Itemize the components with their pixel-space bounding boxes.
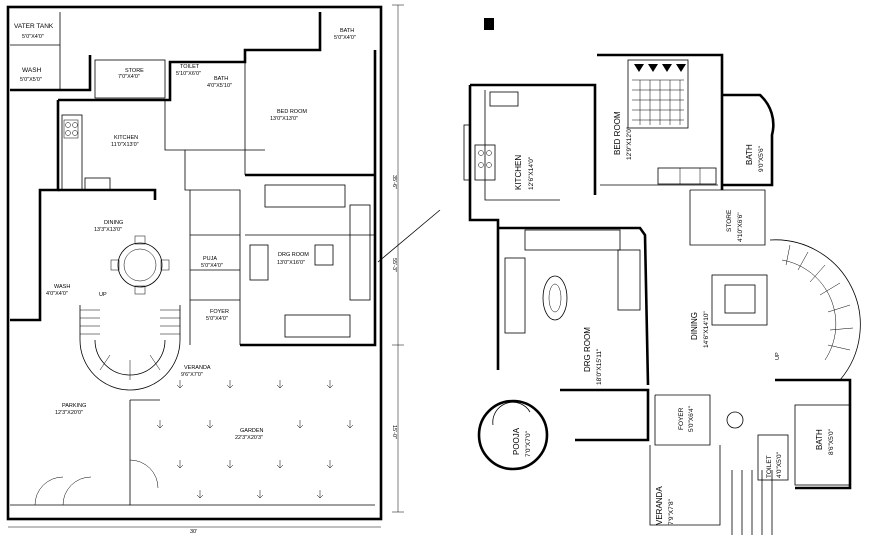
right-kitchen-name: KITCHEN (514, 155, 523, 190)
left-garden-name: GARDEN (240, 428, 264, 434)
right-dining-table-area (711, 274, 768, 326)
left-toilet-name: TOILET (180, 64, 200, 70)
left-store-box (94, 59, 166, 99)
left-veranda-name: VERANDA (184, 365, 211, 371)
left-dim-width: 30' (190, 529, 197, 535)
right-bath-bottom-name: BATH (815, 429, 824, 450)
left-bedroom-size: 13'0"X13'0" (270, 116, 298, 122)
right-kitchen-north-wall (470, 83, 597, 195)
right-bedroom-wall (597, 53, 724, 190)
left-garden-size: 22'3"X20'3" (235, 435, 263, 441)
left-north-wall (58, 12, 322, 102)
left-drawing-room-size: 13'0"X16'0" (277, 260, 305, 266)
right-store-name: STORE (726, 209, 733, 232)
left-veranda-size: 9'6"X7'0" (181, 372, 203, 378)
right-dining-name: DINING (690, 312, 699, 340)
left-wash-side-name: WASH (54, 284, 70, 290)
right-bed (627, 59, 689, 129)
right-bath-top-size: 9'0"X5'6" (758, 145, 765, 172)
left-foyer-name: FOYER (210, 309, 229, 315)
right-coffee-table (542, 275, 568, 321)
right-store-size: 4'10"X6'6" (737, 212, 744, 242)
right-bedroom-name: BED ROOM (613, 111, 622, 155)
left-water-tank-name: VATER TANK (14, 23, 54, 30)
left-bath-small-size: 4'0"X5'10" (207, 83, 232, 89)
left-outer-wall (6, 5, 383, 521)
right-veranda-name: VERANDA (655, 486, 664, 525)
left-wash-size: 5'0"X5'0" (20, 77, 42, 83)
right-shaft-marker (484, 18, 494, 30)
left-kitchen-name: KITCHEN (114, 135, 138, 141)
left-tank-wall (10, 55, 92, 92)
left-plan: VATER TANK 5'0"X4'0" WASH 5'0"X5'0" STOR… (6, 4, 441, 535)
right-drawing-room-north-wall (498, 226, 650, 386)
left-toilet-size: 5'10"X6'0" (176, 71, 201, 77)
right-pooja-name: POOJA (512, 427, 521, 455)
left-parking-name: PARKING (62, 403, 86, 409)
right-foyer-name: FOYER (678, 407, 685, 430)
right-toilet-size: 4'0"X5'0" (776, 451, 783, 478)
left-foyer-size: 5'0"X4'0" (206, 316, 228, 322)
left-east-wall (240, 50, 377, 347)
left-wash-side-size: 4'0"X4'0" (46, 291, 68, 297)
left-dim-depth-bottom: 15'-0" (391, 425, 397, 439)
left-dining-size: 13'3"X13'0" (94, 227, 122, 233)
right-veranda-size: 7'9"X7'8" (668, 498, 675, 525)
right-kitchen-west-wall (468, 85, 500, 370)
left-bath-top-name: BATH (340, 28, 354, 34)
right-pooja-room (477, 399, 549, 471)
left-spiral-stair (79, 305, 181, 391)
right-drawing-room-size: 18'0"X15'11" (596, 348, 603, 385)
left-dim-depth-total: 55'-3" (391, 258, 397, 272)
right-dining-size: 14'6"X14'10" (703, 311, 710, 348)
left-bedroom-name: BED ROOM (277, 109, 307, 115)
left-bath-top-size: 5'0"X4'0" (334, 35, 356, 41)
left-dining-name: DINING (104, 220, 123, 226)
right-drawing-room-name: DRG ROOM (583, 327, 592, 372)
left-water-tank-size: 5'0"X4'0" (22, 34, 44, 40)
left-stair-up-label: UP (99, 292, 107, 298)
right-bedroom-size: 12'9"X12'0" (626, 126, 633, 160)
left-west-wall (10, 100, 60, 322)
right-kitchen-size: 12'6"X14'0" (528, 156, 535, 190)
left-puja-name: PUJA (203, 256, 217, 262)
right-pooja-size: 7'0"X7'0" (525, 430, 532, 457)
right-plan: KITCHEN 12'6"X14'0" BED ROOM 12'9"X12'0"… (463, 18, 861, 535)
right-bath-top-wall (722, 93, 775, 187)
left-kitchen-size: 11'0"X13'0" (111, 142, 139, 148)
right-bath-top-name: BATH (745, 144, 754, 165)
left-dining-table (117, 242, 163, 288)
left-dim-depth-top: 35'-6" (391, 175, 397, 189)
left-store-size: 7'0"X4'0" (118, 74, 140, 80)
left-drawing-room-name: DRG ROOM (278, 252, 309, 258)
left-bath-small-name: BATH (214, 76, 228, 82)
left-parking-size: 12'3"X20'0" (55, 410, 83, 416)
left-store-name: STORE (125, 68, 144, 74)
right-stair-up-label: UP (775, 352, 781, 360)
left-puja-size: 5'0"X4'0" (201, 263, 223, 269)
right-bath-bottom-size: 8'6"X5'0" (828, 428, 835, 455)
right-toilet-name: TOILET (766, 455, 773, 478)
right-foyer-size: 5'0"X6'4" (688, 405, 695, 432)
right-spiral-stair (769, 239, 861, 381)
left-wash-name: WASH (22, 67, 42, 74)
